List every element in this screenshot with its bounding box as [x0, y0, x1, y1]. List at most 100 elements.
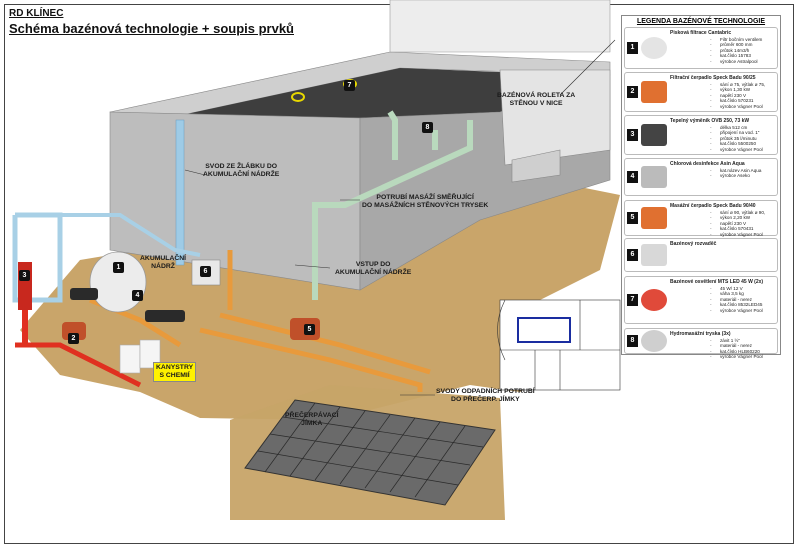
- legend-item-5: 5 Masážní čerpadlo Speck Badu 90/40----- s…: [624, 200, 778, 237]
- legend-item-6: 6 Bazénový rozvaděč: [624, 238, 778, 272]
- red-pipe: [15, 342, 142, 388]
- label-svody-odpad-line2: DO PŘEČERP. JÍMKY: [451, 395, 520, 403]
- chem-canister-1: [119, 344, 141, 374]
- massage-nozzle-icon: [641, 330, 667, 352]
- legend-item-spec-line: kat.název Asin Aqua: [720, 168, 762, 173]
- page-title: Schéma bazénová technologie + soupis prv…: [9, 21, 294, 36]
- label-roleta-line1: BAZÉNOVÁ ROLETA ZA: [497, 92, 576, 99]
- legend-item-spec-line: Filtr bočním ventilem: [720, 37, 763, 42]
- legend-item-name: Hydromasážní tryska (3x): [670, 331, 731, 337]
- label-precerpavaci-line1: PŘEČERPÁVACÍ: [285, 412, 339, 419]
- sand-filter: [89, 251, 147, 313]
- label-svod-line2: AKUMULAČNÍ NÁDRŽE: [203, 170, 280, 178]
- legend-item-spec-line: kat.číslo HLB60220: [720, 348, 760, 354]
- label-akumulacni-line2: NÁDRŽ: [151, 262, 175, 270]
- legend-item-spec-line: výrobce Vágner Pool: [720, 146, 763, 152]
- label-vstup: VSTUP DO AKUMULAČNÍ NÁDRŽE: [335, 261, 411, 277]
- legend-item-spec-line: výkon 2,20 kW: [720, 215, 751, 221]
- legend-item-spec-line: výrobce Vágner Pool: [720, 103, 763, 109]
- blue-pipe-run: [40, 213, 201, 257]
- legend-item-spec-line: napětí 230 V: [720, 92, 747, 98]
- legend-item-bullets: --: [710, 168, 712, 179]
- badge-1: 1: [113, 262, 124, 273]
- switchboard-icon: [641, 244, 667, 266]
- label-akumulacni: AKUMULAČNÍ NÁDRŽ: [140, 255, 186, 271]
- legend-item-spec-line: sání ø 90, výtlak ø 90,: [720, 210, 766, 215]
- legend-item-number: 8: [627, 335, 638, 347]
- label-potrubi-line1: POTRUBÍ MASÁŽÍ SMĚŘUJÍCÍ: [376, 194, 474, 201]
- legend-item-spec-line: kat.číslo 8532LED45: [720, 302, 763, 308]
- label-vstup-line2: AKUMULAČNÍ NÁDRŽE: [335, 268, 412, 276]
- legend-title: LEGENDA BAZÉNOVÉ TECHNOLOGIE: [636, 18, 766, 25]
- legend-item-number: 5: [627, 212, 638, 224]
- badge-8: 8: [422, 122, 433, 133]
- legend-item-spec-line: materiál - nerez: [720, 343, 752, 349]
- massage-pump-icon: [641, 207, 667, 229]
- upper-wall: [389, 0, 611, 53]
- heat-exchanger-icon: [641, 124, 667, 146]
- step-block: [511, 149, 561, 183]
- legend-item-bullets: ----: [710, 338, 712, 360]
- label-roleta: BAZÉNOVÁ ROLETA ZA STĚNOU V NICE: [497, 92, 575, 108]
- legend-item-spec-line: 45 W/ 12 V: [720, 286, 743, 291]
- legend-item-spec-line: sání ø 75, výtlak ø 75,: [720, 82, 766, 87]
- legend-item-number: 7: [627, 294, 638, 306]
- badge-5: 5: [304, 324, 315, 335]
- orange-pipe-1: [199, 327, 423, 392]
- legend-item-bullets: -----: [710, 82, 712, 109]
- label-precerpavaci-line2: JÍMKA: [301, 419, 323, 427]
- label-potrubi-line2: DO MASÁŽNÍCH STĚNOVÝCH TRYSEK: [362, 201, 489, 209]
- project-name: RD KLÍNEC: [9, 8, 64, 19]
- chem-canister-2: [139, 339, 161, 369]
- orange-pipe-2: [219, 312, 431, 375]
- badge-6: 6: [200, 266, 211, 277]
- label-kanystry-line2: S CHEMIÍ: [159, 371, 190, 379]
- legend-item-name: Bazénový rozvaděč: [670, 241, 717, 247]
- legend-item-spec-line: materiál - nerez: [720, 296, 752, 302]
- label-potrubi: POTRUBÍ MASÁŽÍ SMĚŘUJÍCÍ DO MASÁŽNÍCH ST…: [362, 194, 488, 210]
- legend-item-name: Masážní čerpadlo Speck Badu 90/40: [670, 203, 756, 209]
- filtration-pump-icon: [641, 81, 667, 103]
- legend-item-bullets: -----: [710, 286, 712, 313]
- legend-item-spec-line: závit 1 ½": [720, 338, 741, 343]
- drain-pipe: [175, 119, 185, 266]
- legend-item-bullets: -----: [710, 210, 712, 237]
- pump-motor-top: [70, 288, 98, 300]
- legend-item-bullets: -----: [710, 125, 712, 152]
- label-akumulacni-line1: AKUMULAČNÍ: [140, 255, 187, 262]
- badge-4: 4: [132, 290, 143, 301]
- legend-item-spec-line: kat.číslo 570231: [720, 98, 754, 104]
- massage-pipe: [312, 120, 473, 300]
- legend-item-spec-line: průměr 600 mm: [720, 42, 753, 48]
- legend-item-number: 6: [627, 249, 638, 261]
- inset-floor-plan: [497, 299, 621, 391]
- badge-3: 3: [19, 270, 30, 281]
- leader-lines: [184, 39, 616, 396]
- legend-item-spec-line: délka 512 cm: [720, 125, 748, 130]
- label-kanystry-line1: KANYSTRY: [156, 364, 194, 371]
- pool-roller-niche: [499, 69, 611, 166]
- legend-item-number: 2: [627, 86, 638, 98]
- legend-item-8: 8 Hydromasážní tryska (3x)---- závit 1 ½"m…: [624, 328, 778, 359]
- pump-motor-mid: [145, 310, 185, 322]
- legend-item-spec-line: výkon 1,30 kW: [720, 87, 751, 93]
- pool-light-left: [291, 92, 305, 102]
- legend-item-spec-line: váha 3,5 kg: [720, 291, 744, 297]
- chlorine-unit-icon: [641, 166, 667, 188]
- legend-item-number: 1: [627, 42, 638, 54]
- legend-item-spec-line: kat.číslo 570431: [720, 226, 754, 232]
- label-svod-line1: SVOD ZE ŽLÁBKU DO: [205, 163, 278, 170]
- massage-pipe-branch: [387, 110, 398, 160]
- legend-item-spec-line: průtok 35 l/minutu: [720, 135, 757, 141]
